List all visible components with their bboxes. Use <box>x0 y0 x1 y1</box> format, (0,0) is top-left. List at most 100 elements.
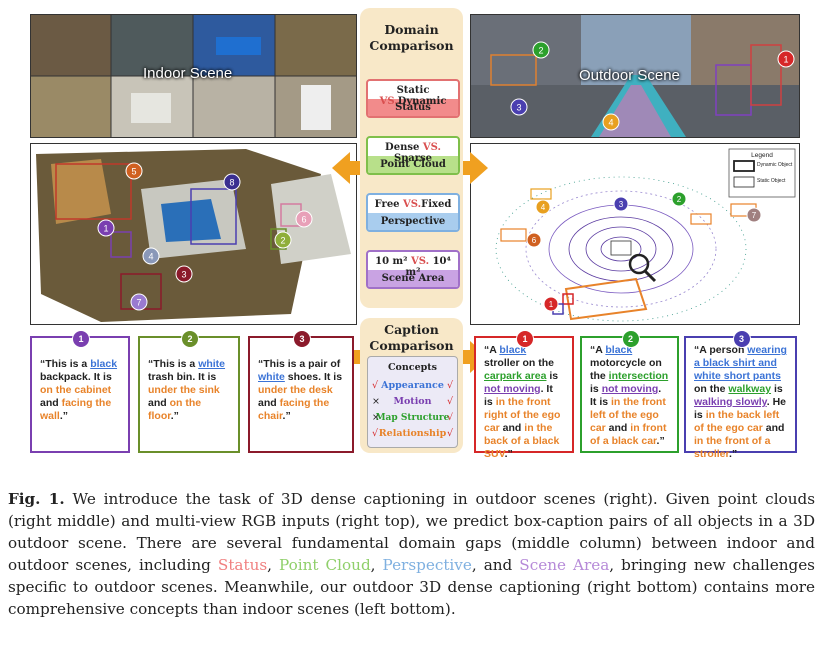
outdoor-badge-2: 2 <box>677 195 682 204</box>
comparison-point-cloud: Dense VS. Sparse Point Cloud <box>366 136 460 175</box>
scene-area-label: Scene Area <box>368 270 458 287</box>
comparison-scene-area: 10 m² VS. 10⁴ m² Scene Area <box>366 250 460 289</box>
map-structure-label: Map Structure <box>375 413 450 423</box>
outdoor-badge-4: 4 <box>541 203 546 212</box>
legend-title: Legend <box>751 152 773 159</box>
outdoor-caption-2-segment: not moving <box>601 383 659 395</box>
map-structure-indoor-mark: × <box>372 413 380 423</box>
indoor-badge-7: 7 <box>136 298 141 308</box>
concept-appearance: √ Appearance √ <box>368 379 457 393</box>
status-values: Static VS.Dynamic <box>368 81 458 107</box>
caption-title-line-1: Caption <box>384 322 439 337</box>
indoor-caption-2-segment: white <box>198 358 226 370</box>
appearance-label: Appearance <box>381 380 444 391</box>
motion-outdoor-mark: √ <box>446 396 453 407</box>
outdoor-caption-2-segment: .” <box>656 435 665 447</box>
indoor-caption-1-segment: . <box>59 410 63 422</box>
indoor-caption-badge-2: 2 <box>181 330 199 348</box>
domain-comparison-title: Domain Comparison <box>360 22 463 54</box>
point-cloud-label: Point Cloud <box>368 156 458 173</box>
indoor-views-graphic <box>31 15 356 137</box>
outdoor-caption-badge-1: 1 <box>516 330 534 348</box>
outdoor-caption-2-segment: in front of a black car <box>590 422 667 447</box>
outdoor-caption-2-segment: black <box>605 344 633 356</box>
caption-label: Fig. 1. <box>8 490 65 508</box>
outdoor-caption-3-segment: wearing a black shirt and white short pa… <box>694 344 787 382</box>
outdoor-caption-3-segment: walkway <box>728 383 772 395</box>
pc-vs: VS. <box>422 142 441 153</box>
outdoor-caption-1-segment: stroller on the <box>484 357 555 369</box>
outdoor-caption-1-segment: black <box>499 344 527 356</box>
outdoor-caption-badge-3: 3 <box>732 330 751 348</box>
indoor-caption-3-segment: under the desk <box>258 384 333 396</box>
indoor-caption-1-segment: backpack. It is <box>40 371 112 383</box>
indoor-caption-1-segment: on the cabinet <box>40 384 112 396</box>
outdoor-scene-label: Outdoor Scene <box>579 67 680 84</box>
area-vs: VS. <box>410 256 430 267</box>
outdoor-caption-3-segment: in the front of a stroller <box>694 435 771 460</box>
concepts-table: Concepts √ Appearance √ × Motion √ × Map… <box>367 356 458 448</box>
caption-comparison-title: Caption Comparison <box>360 322 463 354</box>
indoor-caption-1-segment: and <box>40 397 62 409</box>
outdoor-caption-1-segment: “A <box>484 344 500 356</box>
outdoor-caption-1-segment: carpark area <box>484 370 547 382</box>
outdoor-caption-3-segment: on the <box>694 383 729 395</box>
domain-title-line-1: Domain <box>384 22 439 37</box>
appearance-outdoor-mark: √ <box>446 380 453 391</box>
indoor-caption-3-segment: shoes. It is <box>284 371 343 383</box>
caption-sep-3: , and <box>471 556 520 574</box>
outdoor-caption-3-segment: walking slowly <box>694 396 767 408</box>
outdoor-caption-2-segment: in the front left of the ego car <box>590 396 666 434</box>
outdoor-caption-1-segment: not moving <box>484 383 541 395</box>
outdoor-caption-2-segment: . It is <box>590 383 662 408</box>
indoor-badge-3: 3 <box>181 270 186 280</box>
domain-title-line-2: Comparison <box>369 38 454 53</box>
outdoor-views-graphic: 2 3 4 1 <box>471 15 799 137</box>
concept-motion: × Motion √ <box>368 395 457 409</box>
indoor-caption-3-segment: .” <box>282 410 291 422</box>
indoor-caption-2-segment: trash bin. It is <box>148 371 217 383</box>
indoor-caption-badge-3: 3 <box>293 330 311 348</box>
indoor-caption-2: 2“This is a white trash bin. It is under… <box>138 330 240 453</box>
outdoor-badge-3: 3 <box>619 200 624 209</box>
outdoor-caption-1-segment: .” <box>504 448 513 460</box>
domain-arrows <box>332 152 488 184</box>
status-label: Status <box>368 99 458 116</box>
outdoor-caption-3-segment: and <box>762 422 785 434</box>
persp-left: Free <box>374 199 400 210</box>
outdoor-caption-3-segment: . He is <box>694 396 787 421</box>
scene-area-values: 10 m² VS. 10⁴ m² <box>368 252 458 278</box>
outdoor-caption-2-segment: motorcycle on the <box>590 357 662 382</box>
outdoor-badge-1: 1 <box>549 300 554 309</box>
indoor-caption-1-segment: “This is a <box>40 358 91 370</box>
legend-static: Static Object <box>757 178 786 184</box>
outdoor-caption-2-segment: intersection <box>608 370 669 382</box>
indoor-caption-3-segment: facing the chair <box>258 397 330 422</box>
indoor-scene-label: Indoor Scene <box>143 65 233 82</box>
relationship-label: Relationship <box>378 428 447 439</box>
indoor-badge-5: 5 <box>131 167 136 177</box>
indoor-point-cloud: 1 2 3 4 5 6 7 8 <box>30 143 357 325</box>
outdoor-caption-1-segment: . It is <box>484 383 553 408</box>
indoor-caption-1-segment: ” <box>62 410 69 422</box>
indoor-rgb-views: Indoor Scene <box>30 14 357 138</box>
outdoor-caption-1: 1 “A black stroller on the carpark area i… <box>474 330 574 460</box>
indoor-caption-3-segment: and <box>258 397 280 409</box>
indoor-caption-2-segment: on the floor <box>148 397 202 422</box>
comparison-perspective: Free VS.Fixed Perspective <box>366 193 460 232</box>
outdoor-badge-7: 7 <box>752 211 757 220</box>
indoor-caption-3-segment: “This is a pair of <box>258 358 341 370</box>
indoor-caption-1-segment: facing the wall <box>40 397 112 422</box>
persp-right: Fixed <box>421 199 452 210</box>
outdoor-rgb-views: 2 3 4 1 Outdoor Scene <box>470 14 800 138</box>
outdoor-caption-2: 2“A black motorcycle on the intersection… <box>580 330 679 453</box>
outdoor-caption-badge-2: 2 <box>621 330 640 348</box>
legend-dynamic: Dynamic Object <box>757 162 793 168</box>
figure-caption: Fig. 1. We introduce the task of 3D dens… <box>8 488 815 620</box>
indoor-badge-1: 1 <box>103 224 108 234</box>
indoor-caption-3-segment: white <box>258 371 285 383</box>
caption-text-2: , bringing new challenges specific to ou… <box>8 556 815 618</box>
area-left: 10 m² <box>375 256 408 267</box>
indoor-point-cloud-graphic: 1 2 3 4 5 6 7 8 <box>31 144 356 324</box>
outdoor-caption-1-segment: in the front right of the ego car <box>484 396 561 434</box>
